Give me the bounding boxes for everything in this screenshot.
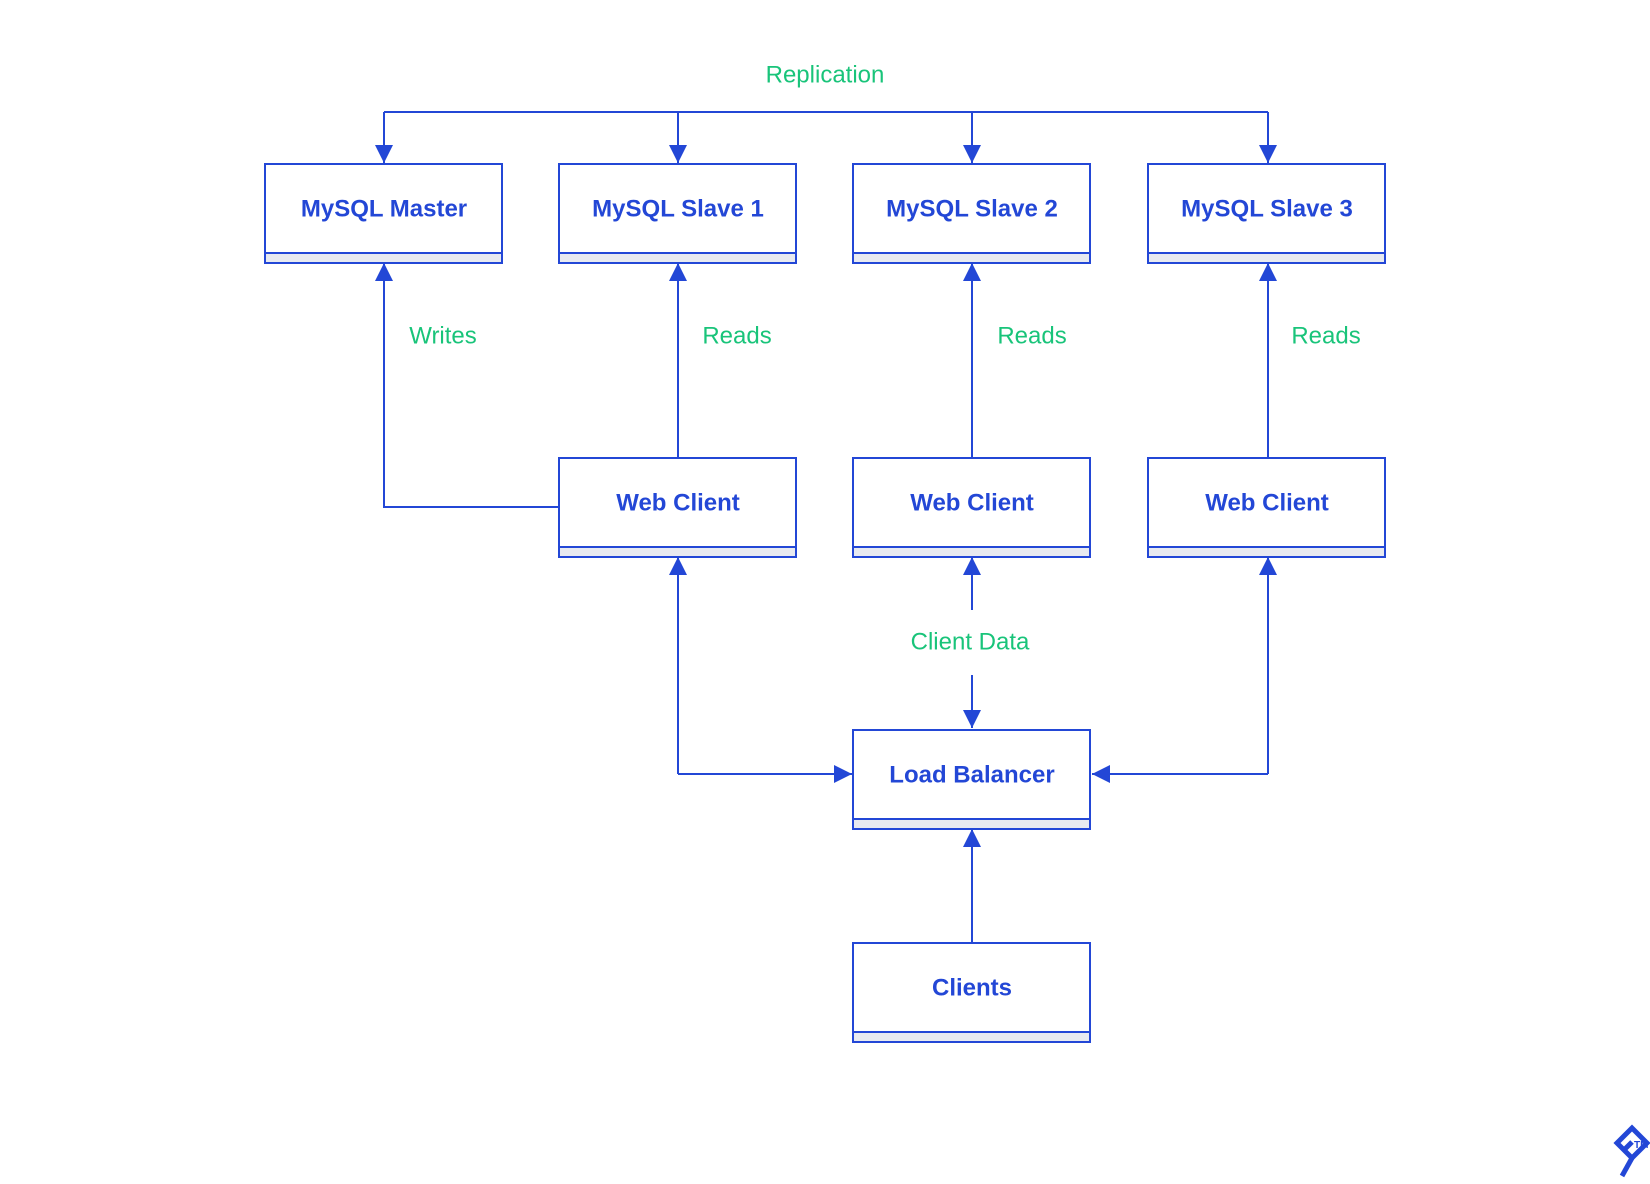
mysql-slave-2-node: MySQL Slave 2 [852, 163, 1091, 264]
load-balancer-node: Load Balancer [852, 729, 1091, 830]
clients-label: Clients [932, 974, 1012, 1001]
reads-label-2: Reads [997, 322, 1066, 349]
trademark-label: TM [1634, 1140, 1648, 1151]
reads-label-3: Reads [1291, 322, 1360, 349]
mysql-master-node: MySQL Master [264, 163, 503, 264]
web-client-1-node: Web Client [558, 457, 797, 558]
web-client-3-label: Web Client [1205, 489, 1329, 516]
mysql-slave-1-label: MySQL Slave 1 [592, 195, 764, 222]
web-client-1-label: Web Client [616, 489, 740, 516]
web-client-3-node: Web Client [1147, 457, 1386, 558]
clients-node: Clients [852, 942, 1091, 1043]
mysql-slave-1-node: MySQL Slave 1 [558, 163, 797, 264]
writes-label: Writes [409, 322, 477, 349]
load-balancer-label: Load Balancer [889, 761, 1054, 788]
replication-label: Replication [766, 61, 885, 88]
web-client-2-node: Web Client [852, 457, 1091, 558]
replication-connector [375, 111, 1277, 163]
web-client-2-label: Web Client [910, 489, 1034, 516]
web-client-1-balancer-connector [669, 557, 852, 783]
writes-connector [375, 263, 558, 508]
mysql-slave-2-label: MySQL Slave 2 [886, 195, 1058, 222]
web-client-3-balancer-connector [1092, 557, 1277, 783]
client-data-label: Client Data [911, 628, 1030, 655]
mysql-slave-3-label: MySQL Slave 3 [1181, 195, 1353, 222]
mysql-slave-3-node: MySQL Slave 3 [1147, 163, 1386, 264]
reads-label-1: Reads [702, 322, 771, 349]
mysql-master-label: MySQL Master [301, 195, 467, 222]
brand-logo-icon: TM [1613, 1124, 1650, 1178]
